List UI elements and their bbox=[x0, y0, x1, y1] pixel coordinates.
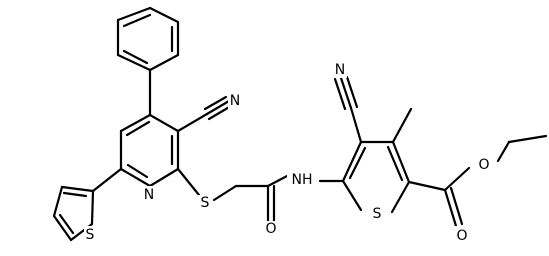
amide-carbonyl bbox=[266, 184, 276, 223]
thiophene-right-sulfur: S bbox=[370, 205, 384, 223]
cn-left-nitrogen: N bbox=[228, 92, 242, 110]
svg-text:N: N bbox=[335, 62, 345, 78]
amide-nh: NH bbox=[287, 171, 317, 189]
amide-oxygen: O bbox=[264, 221, 278, 239]
phenyl-ring bbox=[116, 6, 180, 72]
cn-right-nitrogen: N bbox=[333, 60, 347, 78]
carbonyl-nh-bond bbox=[266, 174, 289, 188]
svg-text:S: S bbox=[373, 206, 382, 222]
svg-text:N: N bbox=[144, 187, 154, 203]
ethyl-ester bbox=[407, 134, 548, 228]
nitrile-left bbox=[176, 95, 233, 133]
svg-text:O: O bbox=[456, 228, 467, 244]
nitrile-right bbox=[333, 75, 363, 144]
thioether-ch2-bond bbox=[212, 184, 238, 202]
ester-carbonyl-oxygen: O bbox=[455, 226, 470, 244]
svg-text:S: S bbox=[201, 195, 210, 211]
pyridine-thienyl-bond bbox=[91, 167, 123, 193]
svg-text:O: O bbox=[265, 221, 276, 237]
thioether-sulfur: S bbox=[198, 195, 211, 213]
thiophene-left-sulfur: S bbox=[84, 226, 97, 244]
ester-single-oxygen: O bbox=[477, 156, 492, 174]
thiophene-left-ring bbox=[52, 185, 95, 242]
svg-text:NH: NH bbox=[292, 172, 313, 188]
pyridine-nitrogen: N bbox=[142, 186, 156, 204]
atom-labels: N N N S S NH O S bbox=[84, 60, 492, 244]
svg-text:N: N bbox=[230, 93, 240, 109]
methyl-bond bbox=[391, 107, 413, 144]
pyridine-ring bbox=[119, 113, 180, 188]
bond-lines bbox=[52, 6, 548, 242]
svg-text:O: O bbox=[478, 157, 489, 173]
thiophene-right-ring bbox=[341, 140, 411, 214]
pyridine-thioether-bond bbox=[176, 167, 201, 197]
svg-text:S: S bbox=[86, 227, 95, 243]
